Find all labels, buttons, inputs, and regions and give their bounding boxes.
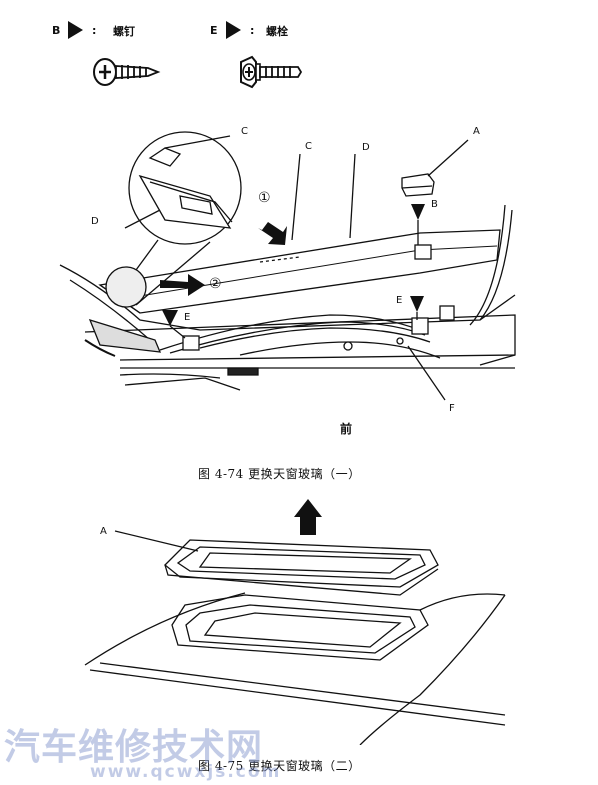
- figure-4-74-drawing: [59, 131, 516, 401]
- step-2-marker: ②: [209, 276, 222, 292]
- sunroof-glass-panel: [98, 229, 501, 314]
- screw-marker-icon: [68, 21, 83, 39]
- watermark-url: www.qcwxjs.com: [90, 762, 282, 782]
- callout-a: A: [473, 126, 480, 137]
- legend-screw-label: 螺钉: [113, 25, 135, 38]
- bolt-marker-icon: [226, 21, 241, 39]
- bolt-e-marker-icon-left: [162, 310, 178, 326]
- callout-a-fig75: A: [100, 526, 107, 537]
- front-label: 前: [340, 422, 353, 436]
- callout-e-right: E: [396, 295, 403, 306]
- bolt-e-marker-icon-right: [410, 296, 424, 312]
- step-1-marker: ①: [258, 190, 271, 206]
- lift-arrow-icon: [258, 222, 287, 245]
- callout-b: B: [431, 199, 438, 210]
- part-a-clip: [401, 173, 435, 197]
- legend-bolt-label: 螺栓: [266, 25, 288, 38]
- legend-screw-letter: B: [52, 24, 61, 37]
- figure-4-75-drawing: [84, 499, 506, 745]
- screw-icon: [93, 58, 161, 86]
- figure-4-75-caption: 图 4-75 更换天窗玻璃（二）: [198, 759, 361, 773]
- up-arrow-icon: [294, 499, 322, 535]
- callout-f: F: [449, 403, 455, 414]
- screw-b-marker-icon: [411, 204, 425, 220]
- callout-d-detail: D: [91, 216, 99, 227]
- figure-4-74-caption: 图 4-74 更换天窗玻璃（一）: [198, 467, 361, 481]
- callout-d: D: [362, 142, 370, 153]
- slide-arrow-icon: [160, 274, 205, 296]
- legend-bolt-letter: E: [210, 24, 218, 37]
- bolt-icon: [240, 55, 303, 89]
- callout-c: C: [305, 141, 312, 152]
- callout-c-detail: C: [241, 126, 248, 137]
- legend-screw-sep: :: [92, 24, 97, 37]
- callout-e-left: E: [184, 312, 191, 323]
- legend-bolt-sep: :: [250, 24, 255, 37]
- watermark-title: 汽车维修技术网: [4, 727, 264, 768]
